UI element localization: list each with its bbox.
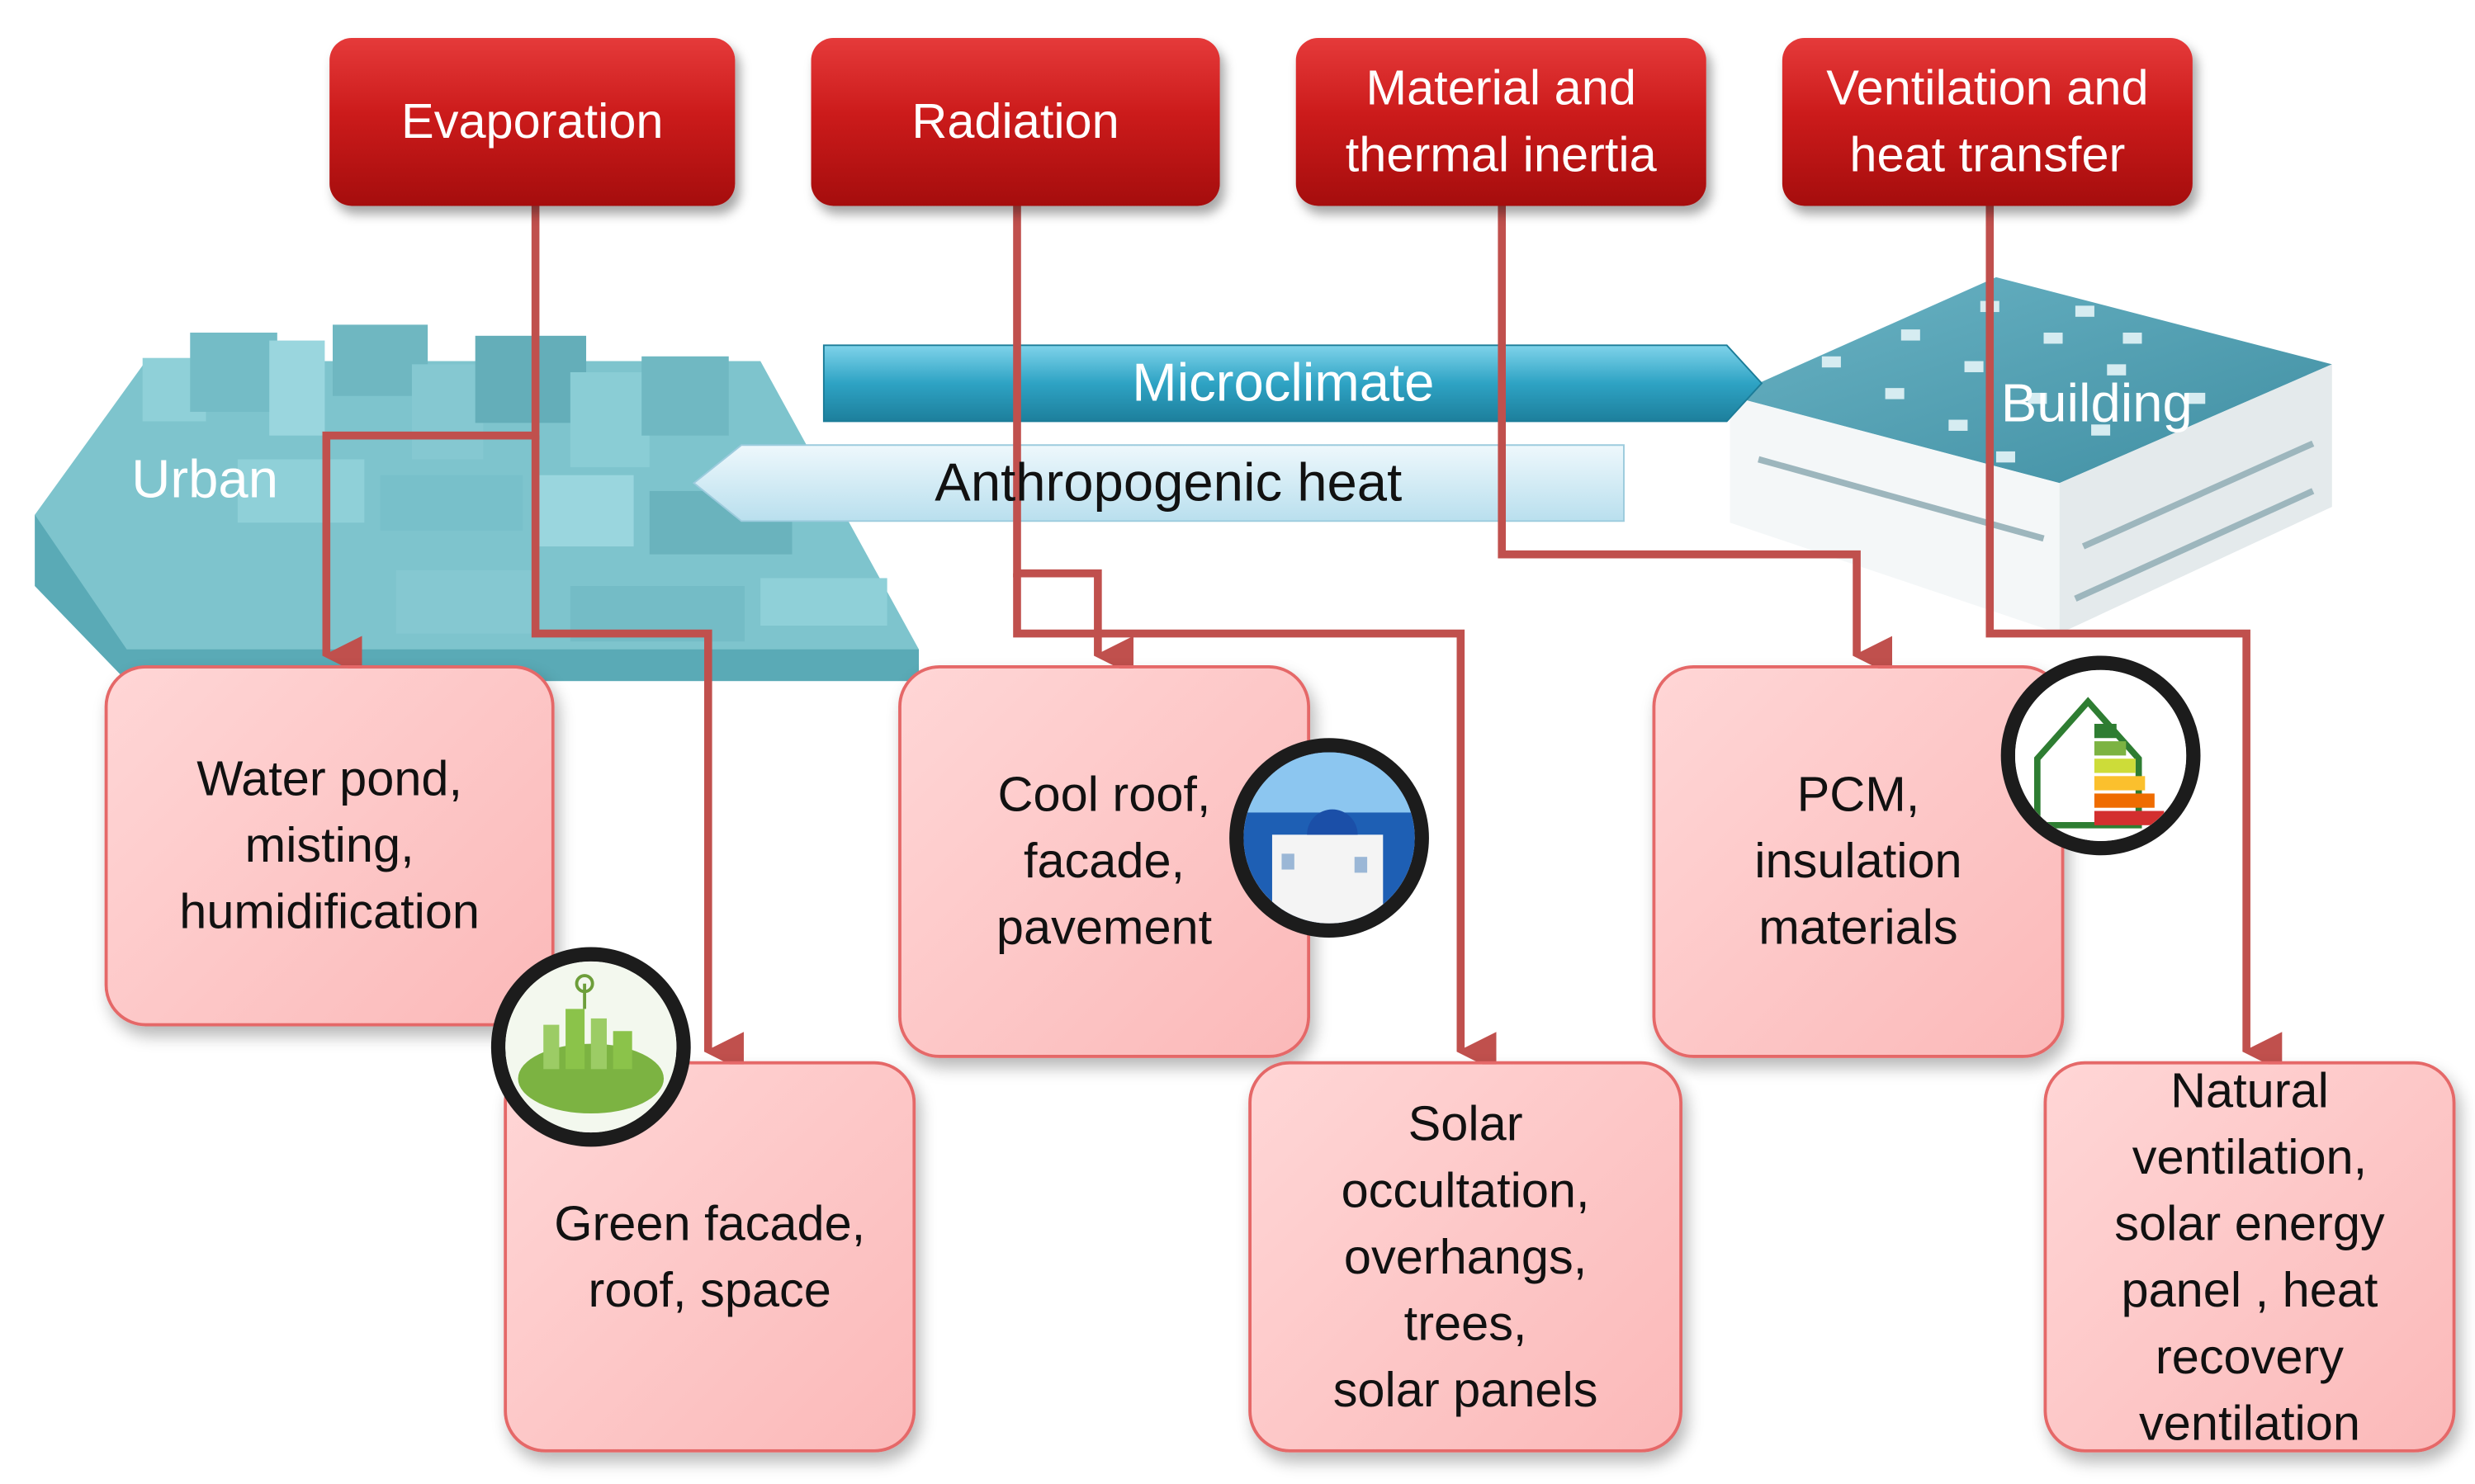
anthropogenic-label: Anthropogenic heat [935, 451, 1403, 513]
connector-radiation-cool [1013, 206, 1134, 676]
connector-evaporation-green [531, 435, 744, 1072]
urban-label: Urban [131, 449, 278, 510]
category-ventilation-heat-transfer: Ventilation and heat transfer [1782, 38, 2193, 206]
white-houses-blue-dome-icon [1229, 738, 1429, 938]
connector-material-pcm [1498, 206, 1893, 676]
category-material-thermal-inertia: Material and thermal inertia [1295, 38, 1706, 206]
connector-ventilation-natural [1985, 206, 2283, 1072]
microclimate-arrow [822, 344, 1763, 423]
connector-radiation-solar [1013, 573, 1497, 1072]
green-city-leaf-icon [490, 947, 691, 1147]
building-label: Building [2000, 373, 2193, 434]
building-model [1730, 276, 2332, 634]
energy-efficiency-house-icon [2000, 655, 2201, 856]
microclimate-label: Microclimate [1132, 352, 1435, 413]
solution-water-pond: Water pond, misting, humidification [104, 664, 555, 1027]
anthropogenic-arrow [692, 444, 1625, 522]
category-radiation: Radiation [811, 38, 1220, 206]
category-evaporation: Evaporation [329, 38, 736, 206]
urban-city-model [35, 324, 920, 682]
solution-pcm-insulation: PCM, insulation materials [1652, 664, 2065, 1058]
connector-evaporation-water [322, 206, 540, 676]
solution-solar-occultation: Solar occultation, overhangs, trees, sol… [1248, 1061, 1682, 1453]
solution-natural-ventilation: Natural ventilation, solar energy panel … [2043, 1061, 2456, 1453]
